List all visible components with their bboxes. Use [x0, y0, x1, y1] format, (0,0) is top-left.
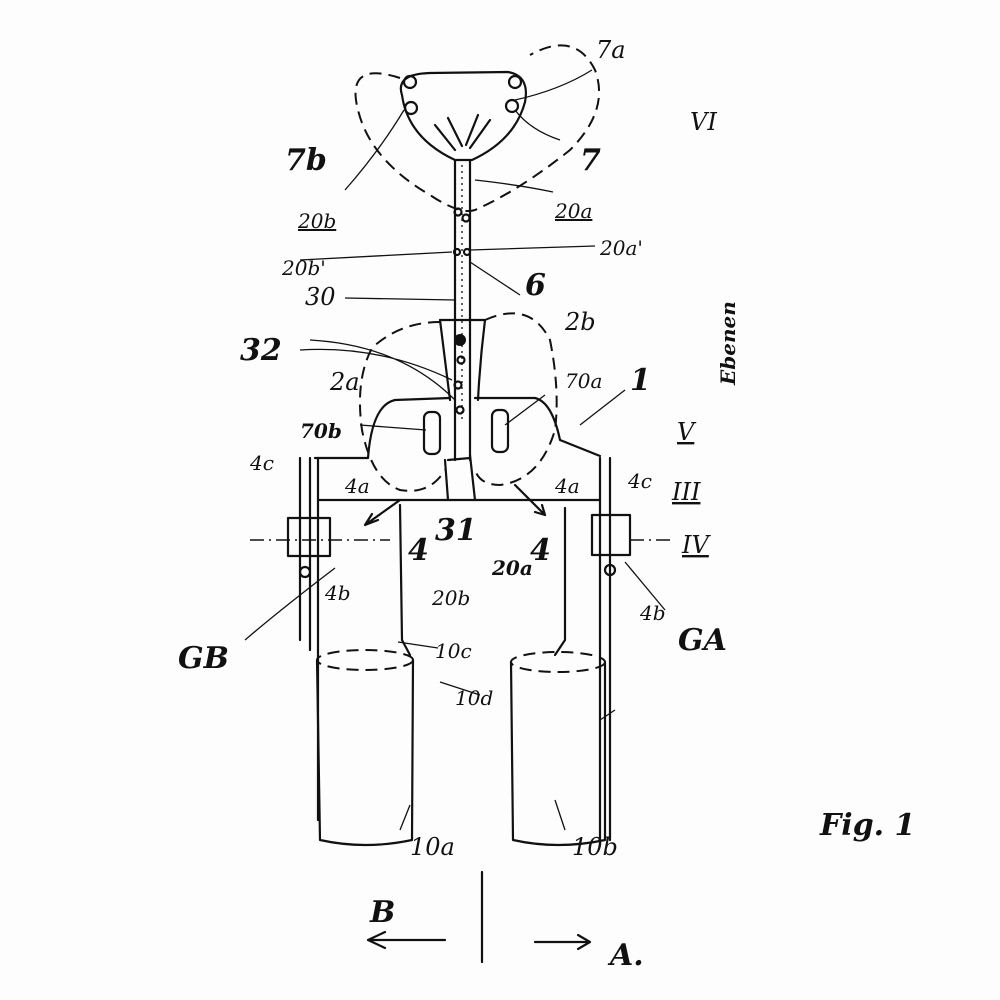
- cylinder-10a-top: [316, 649, 414, 671]
- label-10c: 10c: [435, 639, 472, 663]
- label-10b: 10b: [572, 833, 618, 861]
- label-7: 7: [580, 143, 601, 178]
- label-2b: 2b: [564, 308, 596, 336]
- dashed-outline-upper: [354, 44, 601, 212]
- sleeve-70b: [422, 410, 442, 456]
- sleeve-70a: [490, 408, 510, 454]
- label-GA: GA: [678, 623, 727, 658]
- arrow-right-icon: [533, 933, 592, 951]
- label-4b-right: 4b: [639, 601, 666, 625]
- bowl-7: [399, 70, 527, 162]
- joint-30: [454, 334, 466, 346]
- label-20b: 20b: [297, 209, 336, 233]
- line-4-right: [553, 506, 567, 657]
- label-20a: 20a: [554, 199, 592, 223]
- arrow-left-icon: [366, 930, 447, 950]
- label-ebenen: Ebenen: [716, 301, 740, 386]
- label-2a: 2a: [329, 368, 360, 396]
- hole-7b: [403, 100, 419, 116]
- label-4c-left: 4c: [249, 451, 274, 475]
- label-31: 31: [435, 513, 477, 548]
- label-4c-right: 4c: [627, 469, 652, 493]
- label-20b-prime: 20b': [281, 256, 326, 280]
- label-30: 30: [305, 283, 336, 311]
- label-4a-right: 4a: [554, 474, 580, 498]
- collar-30: [438, 318, 487, 402]
- direction-B: B: [369, 895, 395, 930]
- label-7a: 7a: [596, 36, 626, 64]
- hole-7b-top: [402, 74, 418, 90]
- cylinder-10a: [315, 658, 415, 847]
- label-7b: 7b: [285, 143, 327, 178]
- figure-title: Fig. 1: [819, 808, 915, 843]
- tube-joint: [433, 113, 492, 152]
- stem-socket: [443, 453, 477, 502]
- direction-A: A.: [607, 938, 644, 973]
- label-IV: IV: [681, 531, 711, 559]
- line-4-left: [398, 503, 412, 657]
- label-III: III: [671, 478, 701, 506]
- label-70a: 70a: [565, 369, 602, 393]
- lobe-2a: [358, 321, 446, 492]
- label-6: 6: [525, 268, 546, 303]
- hole-7a: [504, 98, 520, 114]
- guide-GB: [286, 516, 332, 558]
- label-4a-left: 4a: [344, 474, 370, 498]
- label-1: 1: [630, 363, 651, 398]
- label-20b-lower: 20b: [431, 586, 470, 610]
- label-4b-left: 4b: [324, 581, 351, 605]
- lobe-2b: [474, 312, 558, 487]
- body-1: [313, 396, 602, 460]
- label-10d: 10d: [455, 686, 493, 710]
- label-VI: VI: [690, 108, 717, 136]
- label-70b: 70b: [300, 419, 342, 443]
- cylinder-10b-top: [510, 651, 606, 673]
- label-4-left: 4: [408, 533, 429, 568]
- label-V: V: [677, 418, 697, 446]
- hole-7a-top: [507, 74, 523, 90]
- label-4-right: 4: [530, 533, 551, 568]
- cylinder-10b: [509, 660, 607, 847]
- label-20a-prime: 20a': [599, 236, 643, 260]
- guide-GA: [590, 513, 632, 557]
- label-20a-lower: 20a: [491, 556, 533, 580]
- label-GB: GB: [178, 641, 229, 676]
- label-32: 32: [240, 333, 282, 368]
- label-10a: 10a: [410, 833, 455, 861]
